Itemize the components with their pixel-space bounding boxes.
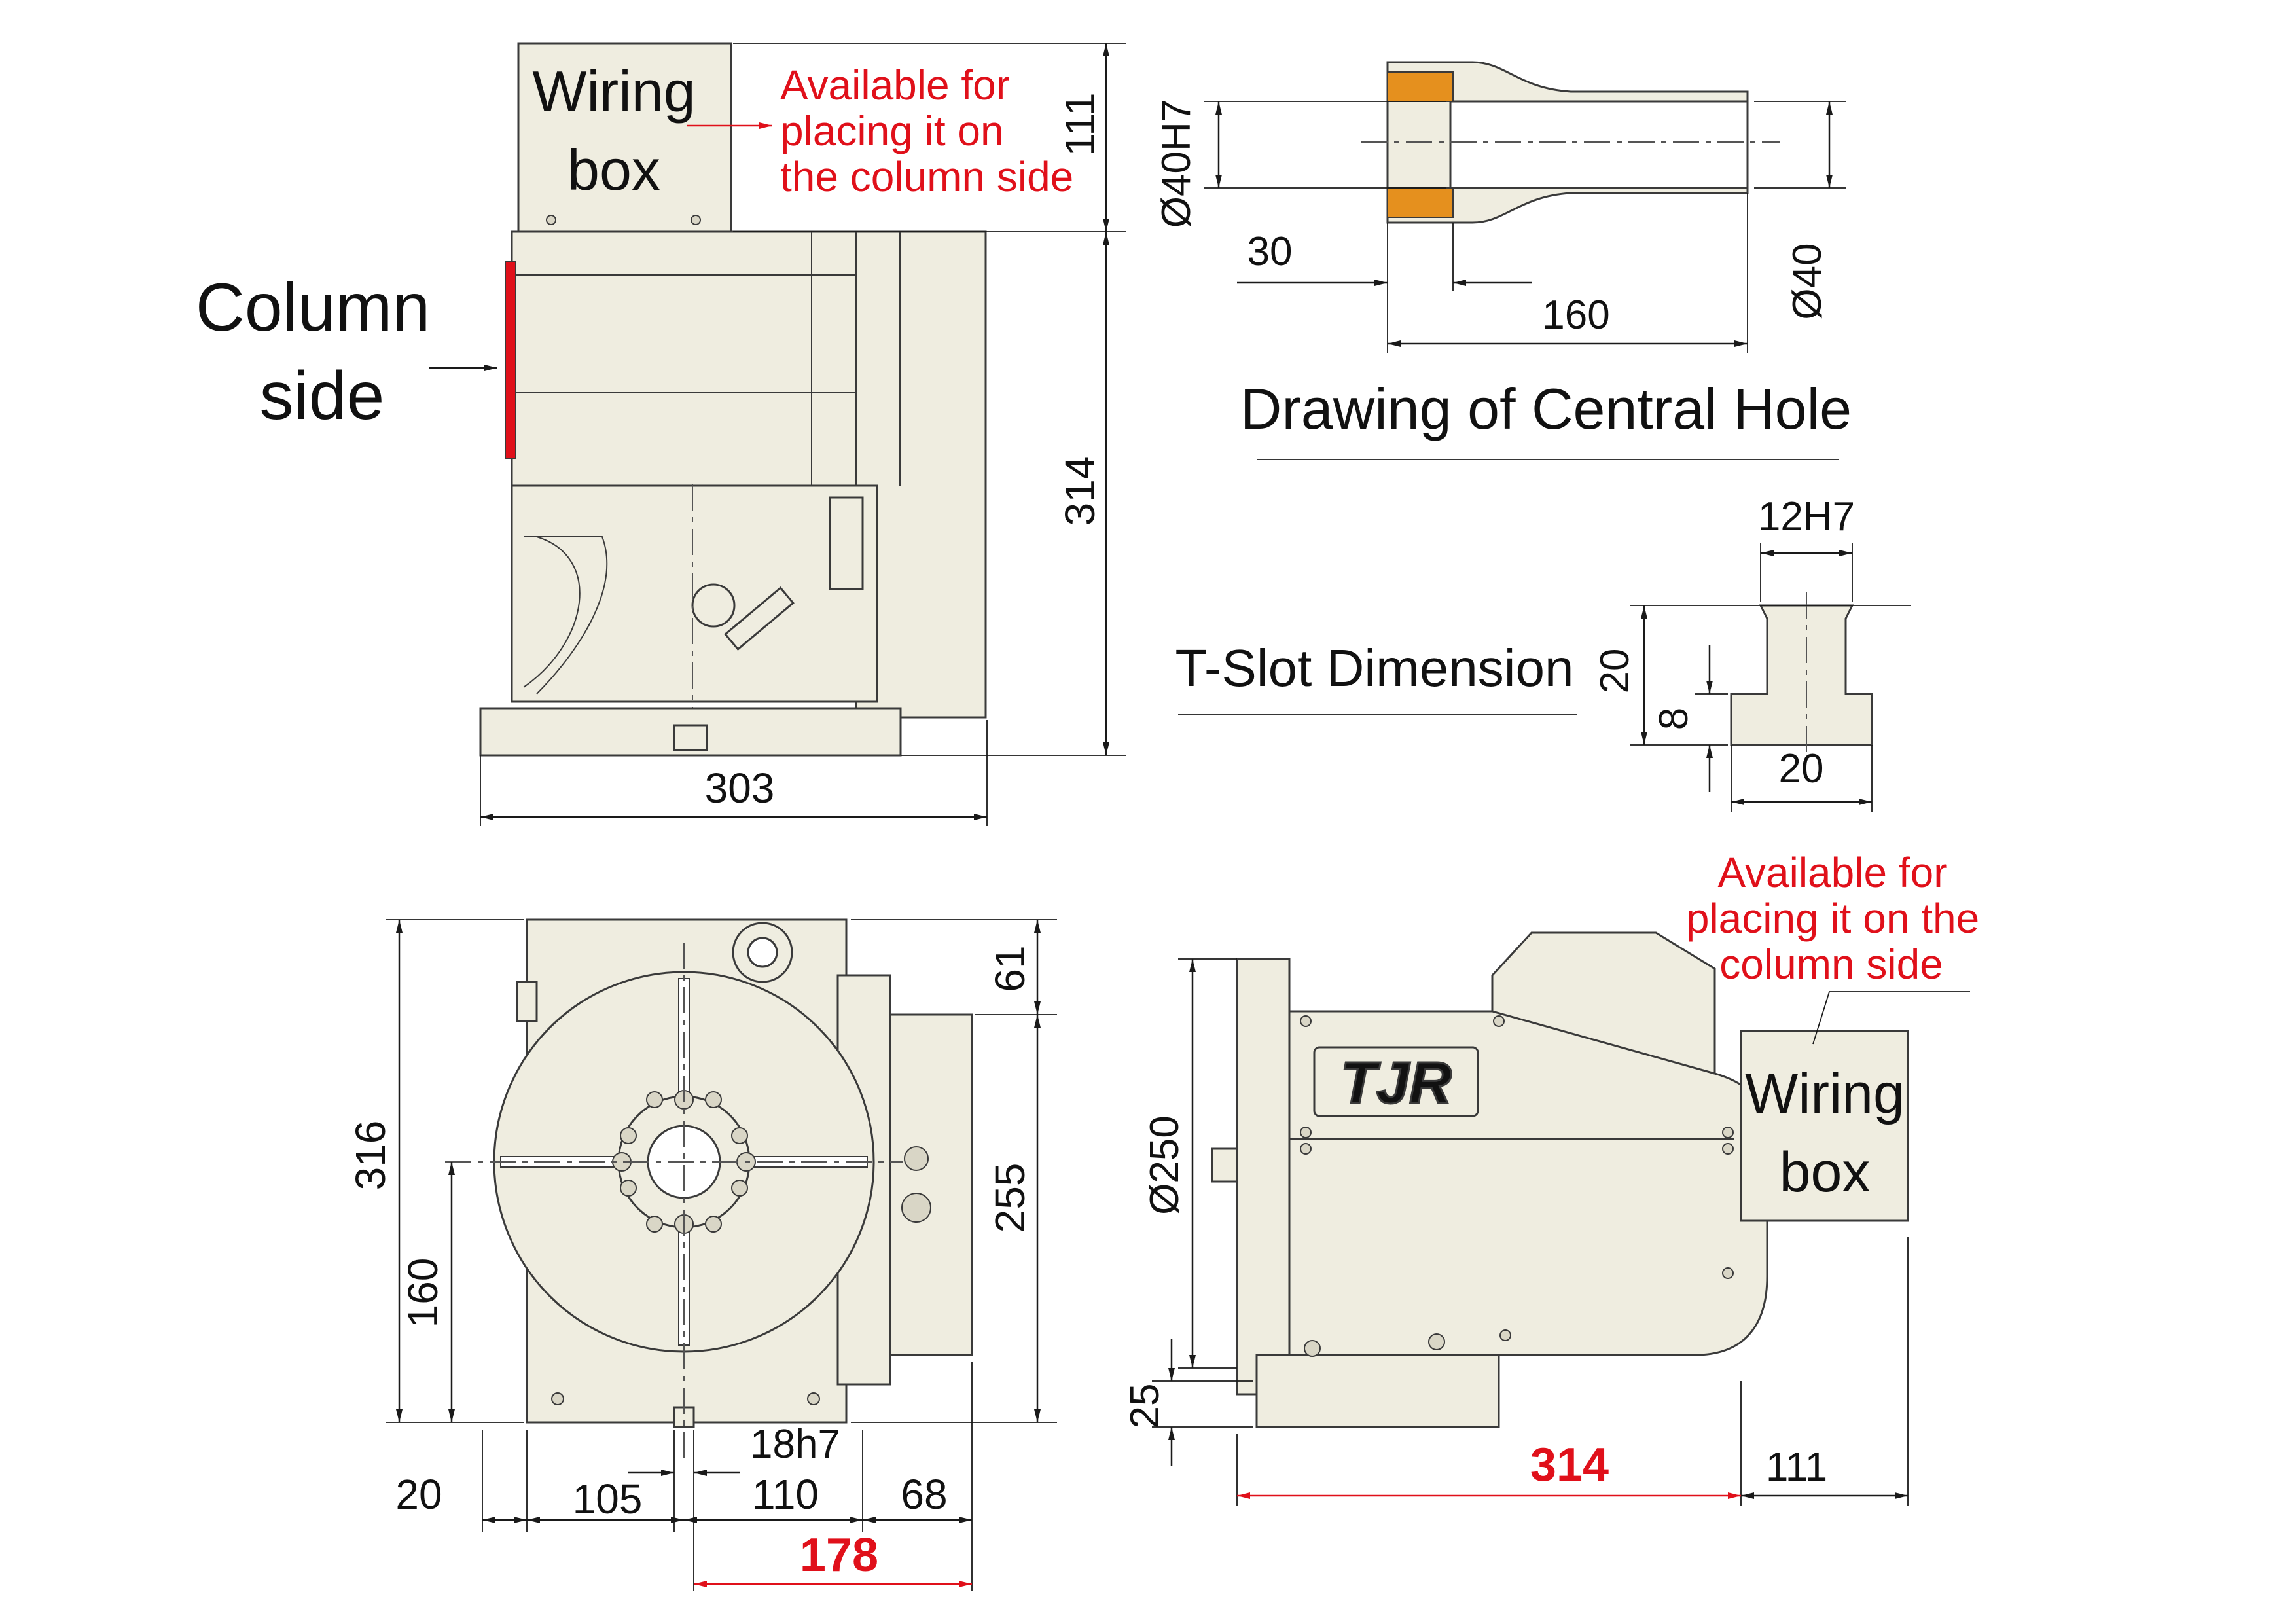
key-block <box>673 724 708 751</box>
dim-height-314: 314 <box>1056 456 1103 526</box>
dim-head-height: 8 <box>1651 708 1696 730</box>
dim-center-160: 160 <box>399 1258 446 1328</box>
dim-left-20: 20 <box>395 1471 442 1518</box>
wiring-box <box>517 42 732 233</box>
dim-bore: Ø40 <box>1785 243 1830 319</box>
dim-head-width: 20 <box>1779 746 1824 791</box>
clamp-lever <box>724 586 795 651</box>
available-note-line3: the column side <box>780 153 1073 200</box>
dim-68: 68 <box>901 1471 947 1518</box>
available-note-line2: placing it on <box>780 107 1004 154</box>
faceplate <box>1236 958 1291 1396</box>
bushing-top <box>1387 71 1454 102</box>
column-side-plate <box>505 261 516 459</box>
port-icon <box>901 1193 931 1223</box>
wiring-box-label-line2: box <box>567 137 660 202</box>
tslot-title: T-Slot Dimension <box>1175 639 1573 697</box>
wiring-box-side <box>1740 1030 1909 1222</box>
air-fitting <box>829 496 864 590</box>
available-note2-line2: placing it on the <box>1686 895 1979 942</box>
dim-slot-depth: 20 <box>1592 649 1638 694</box>
screw-icon <box>546 215 556 225</box>
air-connector-icon <box>904 1146 929 1171</box>
faceplate-boss <box>1211 1147 1238 1183</box>
dim-width-303: 303 <box>705 765 775 812</box>
housing-lower <box>511 484 878 703</box>
tslot-profile <box>1730 604 1873 746</box>
dim-top-61: 61 <box>986 945 1033 992</box>
column-side-label-line1: Column <box>196 270 430 346</box>
wiring-box-side-line2: box <box>1780 1141 1871 1204</box>
tslot-view: 12H7 20 8 20 T-Slot Dimension <box>1175 494 1911 812</box>
dim-bore-fit: Ø40H7 <box>1154 99 1199 228</box>
front-view: Wiring box 303 111 <box>196 42 1126 826</box>
motor-cover-top <box>1491 931 1716 1075</box>
wiring-box-side-line1: Wiring <box>1745 1062 1905 1125</box>
central-hole-title: Drawing of Central Hole <box>1240 376 1852 441</box>
dim-total-178: 178 <box>800 1529 878 1581</box>
screw-icon <box>691 215 701 225</box>
available-note-line1: Available for <box>780 62 1010 109</box>
dim-slot-width: 12H7 <box>1758 494 1855 539</box>
dim-110: 110 <box>752 1471 819 1518</box>
dim-wiring-box-111: 111 <box>1766 1445 1827 1490</box>
available-note2-line1: Available for <box>1717 849 1947 896</box>
bore <box>1449 100 1749 189</box>
dim-length-160: 160 <box>1542 293 1609 338</box>
dim-counterbore-30: 30 <box>1247 229 1293 274</box>
dim-105: 105 <box>573 1475 643 1523</box>
tjr-logo: TJR <box>1313 1046 1479 1117</box>
dim-overall-316: 316 <box>347 1121 394 1191</box>
dim-table-diameter: Ø250 <box>1142 1115 1187 1215</box>
dim-body-255: 255 <box>986 1163 1033 1233</box>
svg-text:TJR: TJR <box>1340 1051 1452 1116</box>
wiring-box-label-line1: Wiring <box>532 59 695 124</box>
housing-upper <box>511 230 857 487</box>
dim-base-25: 25 <box>1122 1384 1168 1429</box>
side-view: Wiring box TJR Ø250 25 314 <box>1122 849 1979 1506</box>
dim-key-18h7: 18h7 <box>750 1422 840 1467</box>
table-side-left <box>516 981 538 1022</box>
bushing-bottom <box>1387 187 1454 218</box>
available-note2-line3: column side <box>1719 941 1943 988</box>
column-side-label-line2: side <box>260 358 385 434</box>
dim-length-314: 314 <box>1530 1439 1609 1491</box>
top-view: 316 160 61 255 20 105 18h7 110 68 178 <box>347 918 1057 1591</box>
dim-wiring-box-111: 111 <box>1056 92 1103 156</box>
central-hole-view: Ø40H7 Ø40 30 160 Drawing of Central Hole <box>1154 61 1852 460</box>
side-base <box>1255 1354 1500 1428</box>
clamp-knob <box>691 583 736 628</box>
